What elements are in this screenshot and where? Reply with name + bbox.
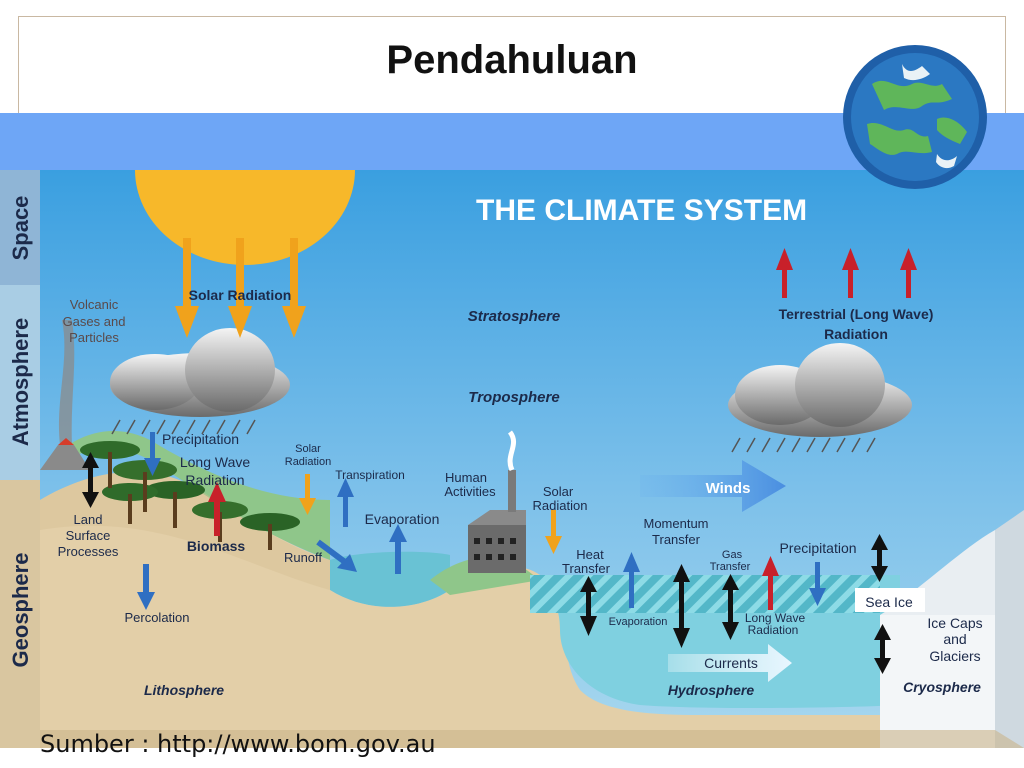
climate-system-diagram: Space Atmosphere Geosphere [0,170,1024,748]
terrestrial-radiation-arrows [776,248,917,298]
ice-caps-label-line2: and [943,631,966,647]
long-wave-arrow-left [214,500,220,536]
sea-ice-block [855,588,925,612]
ice-caps-label-line3: Glaciers [929,648,980,664]
lithosphere-land-mid [330,566,880,748]
volcanic-plume [58,320,75,445]
human-activities-label-line2: Activities [444,484,496,499]
land-surface-label-line1: Land [74,512,103,527]
ice-caps-label-line1: Ice Caps [927,615,982,631]
heat-transfer-label-line1: Heat [576,547,604,562]
globe-hands-logo [843,45,987,189]
long-wave-ocean-label-line2: Radiation [748,623,799,637]
solar-mid-label-line1: Solar [543,484,574,499]
long-wave-label-line2: Radiation [185,472,244,488]
geosphere-band [0,480,40,748]
lake [330,551,450,607]
land-surface-label-line2: Surface [66,528,111,543]
long-wave-ocean-arrow [768,574,773,610]
volcanic-label-line1: Volcanic [70,297,119,312]
precipitation-right-label: Precipitation [779,540,856,556]
land-surface-label-line3: Processes [58,544,119,559]
solar-small-label-line1: Solar [295,443,321,455]
diagram-heading: THE CLIMATE SYSTEM [476,194,807,227]
solar-radiation-arrows [175,238,306,338]
slide-title: Pendahuluan [386,38,638,82]
space-band [0,170,40,285]
evaporation-land-label: Evaporation [365,511,440,527]
hydrosphere-label: Hydrosphere [668,682,755,698]
runoff-label: Runoff [284,550,322,565]
precipitation-left-label: Precipitation [162,431,239,447]
evaporation-ocean-arrow [679,580,684,630]
terrestrial-label-line2: Radiation [824,326,888,342]
lithosphere-land-left [40,471,330,748]
percolation-label: Percolation [124,610,189,625]
currents-label: Currents [704,655,758,671]
precipitation-arrow-right [815,562,820,590]
cloud-left [110,328,290,435]
glacier [880,530,995,615]
evaporation-land-arrow [395,540,401,574]
land-surface-arrow [88,466,93,494]
space-label: Space [8,196,33,261]
percolation-arrow [143,564,149,594]
human-activities-label-line1: Human [445,470,487,485]
stratosphere-label: Stratosphere [468,308,561,325]
currents-arrow [668,644,792,682]
heat-transfer-label-line2: Transfer [562,561,611,576]
solar-small-arrow [305,474,310,500]
vegetation-hill [40,431,330,560]
gas-transfer-label-line2: Transfer [710,561,751,573]
sea-ice-arrow-bottom [880,638,885,660]
cloud-right [728,343,912,453]
ocean-surface-hatch [530,575,880,613]
factory [468,430,526,573]
lithosphere-label: Lithosphere [144,682,224,698]
transpiration-arrow [343,495,348,527]
forest-trees [80,441,300,550]
sea-ice-label: Sea Ice [865,594,913,610]
runoff-arrow [316,539,347,565]
solar-radiation-label: Solar Radiation [189,287,292,303]
momentum-transfer-arrow [629,570,634,608]
momentum-label-line1: Momentum [643,516,708,531]
heat-transfer-arrow [586,590,591,618]
transpiration-label: Transpiration [335,468,405,482]
gas-transfer-arrow [728,588,733,624]
ice-caps [880,615,995,748]
diagram-side-edge [995,510,1024,748]
solar-mid-label-line2: Radiation [533,498,588,513]
gas-transfer-label-line1: Gas [722,549,743,561]
sea-ice-arrow-top [877,548,882,568]
long-wave-label-line1: Long Wave [180,454,251,470]
momentum-label-line2: Transfer [652,532,701,547]
volcanic-label-line3: Particles [69,330,119,345]
geosphere-label: Geosphere [8,553,33,668]
volcano [40,445,90,470]
solar-mid-arrow [551,510,556,538]
solar-small-label-line2: Radiation [285,456,331,468]
evaporation-ocean-label: Evaporation [609,616,668,628]
source-citation: Sumber : http://www.bom.gov.au [40,730,436,758]
troposphere-label: Troposphere [468,389,559,406]
winds-arrow [640,460,786,512]
atmosphere-label: Atmosphere [8,318,33,446]
atmosphere-band [0,285,40,480]
biomass-label: Biomass [187,538,246,554]
volcanic-label-line2: Gases and [63,314,126,329]
precipitation-arrow-left [150,432,155,460]
cryosphere-label: Cryosphere [903,679,981,695]
terrestrial-label-line1: Terrestrial (Long Wave) [779,306,934,322]
long-wave-ocean-label-line1: Long Wave [745,611,806,625]
winds-label: Winds [706,480,751,497]
